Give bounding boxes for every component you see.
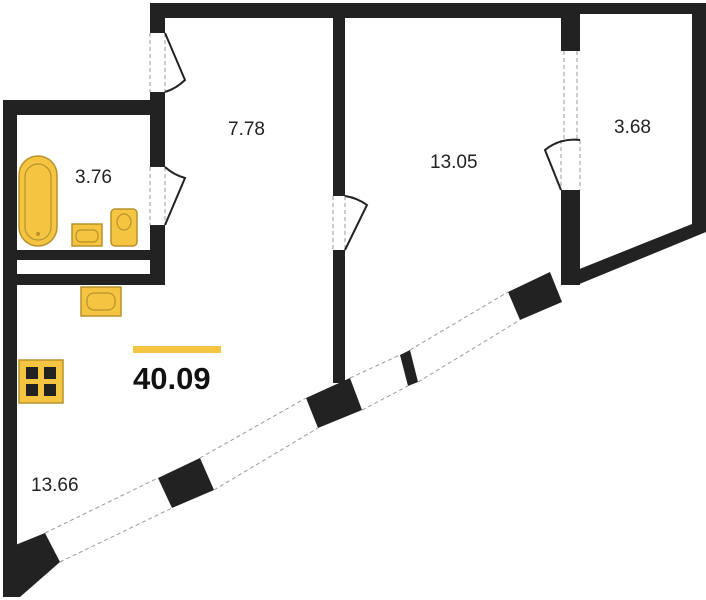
kitchen-sink-icon (80, 286, 122, 317)
stove-burner-icon (26, 367, 38, 379)
door-swing-icon (344, 195, 369, 251)
window-line (349, 354, 401, 379)
window-line (199, 397, 307, 459)
door-swing-icon (164, 166, 187, 226)
room-area-balcony: 3.68 (614, 117, 651, 138)
sink-icon (71, 223, 103, 247)
wall-hall-bedroom-lower (333, 250, 345, 383)
stove-burner-icon (44, 384, 56, 396)
stove-burner-icon (26, 384, 38, 396)
wall-bath-bottom (3, 250, 163, 260)
window-line (59, 507, 173, 563)
bathtub-inner-icon (24, 163, 52, 241)
window-line (409, 291, 509, 351)
stove-burner-icon (44, 367, 56, 379)
kitchen-fixtures (18, 286, 122, 404)
door-swing-icon (164, 32, 187, 93)
pillar-2 (306, 378, 362, 428)
wall-bedroom-balcony-lower (561, 190, 580, 285)
window-line (213, 427, 319, 491)
wall-bedroom-balcony-upper (561, 3, 580, 51)
wall-hall-bedroom-upper (333, 3, 345, 196)
room-area-bedroom: 13.05 (430, 152, 478, 173)
room-area-hallway: 7.78 (228, 119, 265, 140)
wall-hall-left-upper (150, 3, 165, 33)
wall-kitchen-top (3, 274, 163, 285)
wall-bath-top (3, 100, 163, 115)
door-swings (164, 32, 581, 251)
toilet-bowl-icon (116, 213, 132, 231)
bathtub-drain-icon (36, 232, 40, 236)
sink-basin-icon (75, 229, 99, 243)
door-swing-icon (543, 138, 581, 191)
stove-icon (18, 359, 64, 404)
pillar-3 (400, 350, 418, 386)
total-area-bar (133, 346, 221, 353)
kitchen-sink-basin-icon (86, 292, 116, 311)
pillar-1 (158, 458, 214, 508)
pillar-4 (508, 272, 562, 320)
window-lines (44, 51, 578, 563)
bathroom-fixtures (18, 155, 138, 247)
wall-bottom-left (3, 533, 60, 597)
room-area-kitchen-living: 13.66 (31, 475, 79, 496)
wall-top (150, 3, 580, 18)
room-area-bathroom: 3.76 (75, 167, 112, 188)
bathtub-icon (18, 155, 58, 247)
total-area: 40.09 (133, 361, 211, 396)
wall-balcony-outer (577, 3, 706, 285)
window-line (417, 319, 521, 383)
window-line (361, 385, 409, 411)
walls (3, 3, 706, 597)
wall-left (3, 100, 17, 550)
door-openings (149, 33, 581, 250)
